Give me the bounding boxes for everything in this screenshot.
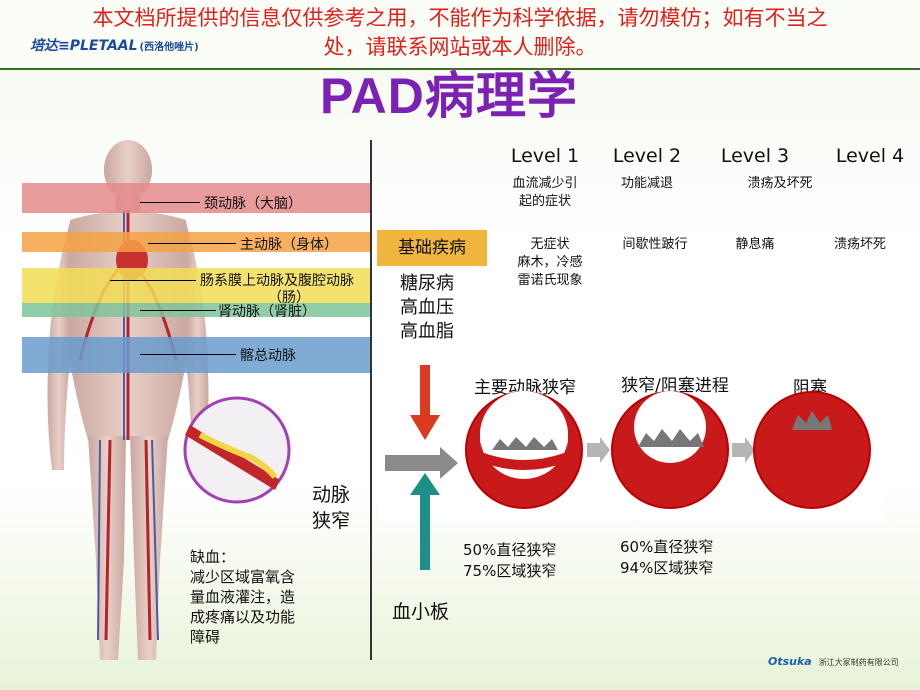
band-carotid xyxy=(22,183,370,213)
leader-iliac xyxy=(140,354,236,355)
ischemia-line-4: 障碍 xyxy=(190,628,221,646)
label-mesenteric-sub: （肠） xyxy=(268,290,310,306)
label-mesenteric: 肠系膜上动脉及腹腔动脉 xyxy=(200,273,354,289)
band-aorta xyxy=(22,232,370,252)
level-4: Level 4 xyxy=(835,145,905,167)
symptom-1c: 雷诺氏现象 xyxy=(517,273,583,288)
pct-2-area: 94%区域狭窄 xyxy=(620,559,714,577)
level-1-desc-2: 起的症状 xyxy=(518,194,571,209)
stenosis-progression-diagram xyxy=(385,365,871,570)
base-disease-box: 基础疾病 xyxy=(377,230,487,266)
leader-renal xyxy=(140,310,216,311)
notice-banner xyxy=(0,0,920,70)
pct-1-diameter: 50%直径狭窄 xyxy=(463,541,557,559)
pct-2-diameter: 60%直径狭窄 xyxy=(620,538,714,556)
leader-carotid xyxy=(140,202,200,203)
leader-aorta xyxy=(148,243,236,244)
arrow-down-icon xyxy=(410,365,440,440)
level-1-desc-1: 血流减少引 xyxy=(512,176,578,191)
platelet-label: 血小板 xyxy=(392,601,450,623)
symptom-3: 静息痛 xyxy=(735,237,775,252)
vertical-divider xyxy=(370,140,372,660)
stenosis-label-1: 动脉 xyxy=(312,484,351,506)
logo-sub: (西洛他唑片) xyxy=(139,42,199,53)
level-1-symptoms: 无症状 麻木，冷感 雷诺氏现象 xyxy=(495,236,605,290)
notice-line-1: 本文档所提供的信息仅供参考之用，不能作为科学依据，请勿模仿；如有不当之 xyxy=(92,6,828,30)
ischemia-line-2: 量血液灌注，造 xyxy=(190,588,296,606)
stenosis-label: 动脉 狭窄 xyxy=(312,482,350,534)
notice-text: 本文档所提供的信息仅供参考之用，不能作为科学依据，请勿模仿；如有不当之 处，请联… xyxy=(0,4,920,62)
band-mesenteric xyxy=(22,268,370,303)
level-1-desc: 血流减少引 起的症状 xyxy=(495,175,595,211)
otsuka-company: 浙江大冢制药有限公司 xyxy=(818,658,899,667)
ischemia-line-1: 减少区域富氧含 xyxy=(190,568,296,586)
page-title: PAD病理学 xyxy=(320,68,578,124)
arrow-right-icon xyxy=(385,447,458,479)
stage-2-label: 狭窄/阻塞进程 xyxy=(621,376,729,396)
disease-diabetes: 糖尿病 xyxy=(400,273,454,294)
label-carotid: 颈动脉（大脑） xyxy=(204,196,302,212)
stenosis-vessel-image xyxy=(183,396,291,504)
otsuka-brand: Otsuka xyxy=(768,655,812,668)
disease-list: 糖尿病 高血压 高血脂 xyxy=(400,272,454,344)
symptom-2: 间歇性跛行 xyxy=(622,237,688,252)
logo-brand: 培达≡PLETAAL xyxy=(30,38,138,54)
disease-hyperlipidemia: 高血脂 xyxy=(400,321,454,342)
level-3: Level 3 xyxy=(720,145,790,167)
ischemia-text: 缺血： 减少区域富氧含 量血液灌注，造 成疼痛以及功能 障碍 xyxy=(190,547,295,647)
disease-hypertension: 高血压 xyxy=(400,297,454,318)
pct-stage-1: 50%直径狭窄 75%区域狭窄 xyxy=(463,540,556,582)
band-iliac xyxy=(22,337,370,373)
pct-1-area: 75%区域狭窄 xyxy=(463,562,557,580)
otsuka-logo: Otsuka 浙江大冢制药有限公司 xyxy=(768,655,899,668)
level-2: Level 2 xyxy=(612,145,682,167)
stage-1-label: 主要动脉狭窄 xyxy=(474,378,576,398)
level-1: Level 1 xyxy=(510,145,580,167)
symptom-1b: 麻木，冷感 xyxy=(517,255,583,270)
label-iliac: 髂总动脉 xyxy=(240,348,296,364)
pletaal-logo: 培达≡PLETAAL(西洛他唑片) xyxy=(30,35,199,55)
chevron-right-icon xyxy=(587,437,610,463)
chevron-right-icon xyxy=(732,437,755,463)
ischemia-line-3: 成疼痛以及功能 xyxy=(190,608,296,626)
symptom-4: 溃疡坏死 xyxy=(833,237,886,252)
symptom-1a: 无症状 xyxy=(530,237,570,252)
leader-mesenteric xyxy=(110,280,196,281)
notice-line-2: 处，请联系网站或本人删除。 xyxy=(323,35,597,59)
level-34-desc: 溃疡及坏死 xyxy=(747,176,813,191)
ischemia-title: 缺血： xyxy=(190,548,236,566)
stenosis-label-2: 狭窄 xyxy=(312,510,351,532)
level-2-desc: 功能减退 xyxy=(620,176,673,191)
arrow-up-icon xyxy=(410,473,440,570)
label-aorta: 主动脉（身体） xyxy=(240,237,338,253)
label-renal: 肾动脉（肾脏） xyxy=(218,304,316,320)
pct-stage-2: 60%直径狭窄 94%区域狭窄 xyxy=(620,537,713,579)
